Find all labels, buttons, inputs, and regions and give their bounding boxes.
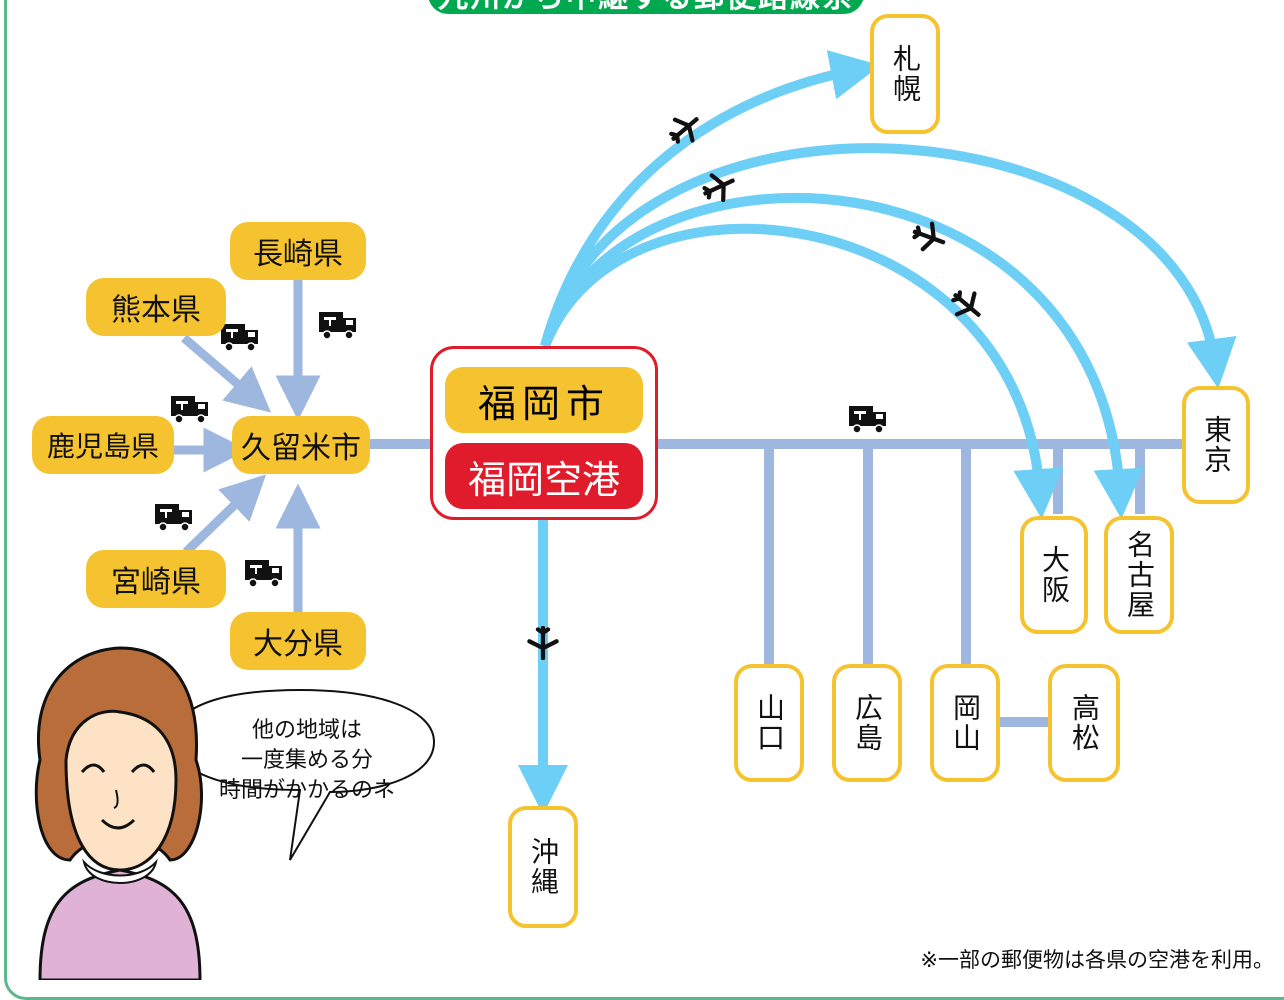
city-yamaguchi: 山口: [734, 664, 804, 782]
speech-line: 他の地域は: [251, 718, 362, 743]
speech-text: 他の地域は 一度集める分 時間がかかるのネ: [184, 716, 430, 806]
hub-airport-label: 福岡空港: [445, 443, 643, 509]
pref-miyazaki: 宮崎県: [86, 550, 226, 608]
route-kumamoto: [181, 334, 272, 413]
footnote: ※一部の郵便物は各県の空港を利用。: [920, 948, 1274, 972]
pref-kumamoto: 熊本県: [86, 278, 226, 336]
woman-illustration: [34, 646, 203, 980]
air-route-nagoya: [540, 192, 1144, 519]
fukuoka-hub: 福岡市 福岡空港: [430, 346, 658, 520]
air-route-osaka: [540, 223, 1064, 519]
air-route-tokyo: [540, 143, 1237, 389]
city-takamatsu: 高松: [1048, 664, 1120, 782]
speech-line: 一度集める分: [240, 748, 373, 773]
diagram-title: 九州から中継する郵便路線系統図: [428, 0, 864, 14]
city-hiroshima: 広島: [832, 664, 902, 782]
hub-city-label: 福岡市: [445, 367, 643, 433]
kurume-city: 久留米市: [232, 416, 370, 474]
city-nagoya: 名古屋: [1104, 516, 1174, 634]
pref-nagasaki: 長崎県: [230, 222, 366, 280]
speech-line: 時間がかかるのネ: [218, 778, 395, 803]
pref-oita: 大分県: [230, 612, 366, 670]
city-sapporo: 札幌: [870, 14, 940, 134]
city-osaka: 大阪: [1020, 516, 1088, 634]
city-okinawa: 沖縄: [508, 806, 578, 928]
city-okayama: 岡山: [930, 664, 1000, 782]
route-miyazaki: [182, 474, 267, 556]
pref-kagoshima: 鹿児島県: [32, 416, 174, 474]
city-tokyo: 東京: [1182, 386, 1250, 504]
